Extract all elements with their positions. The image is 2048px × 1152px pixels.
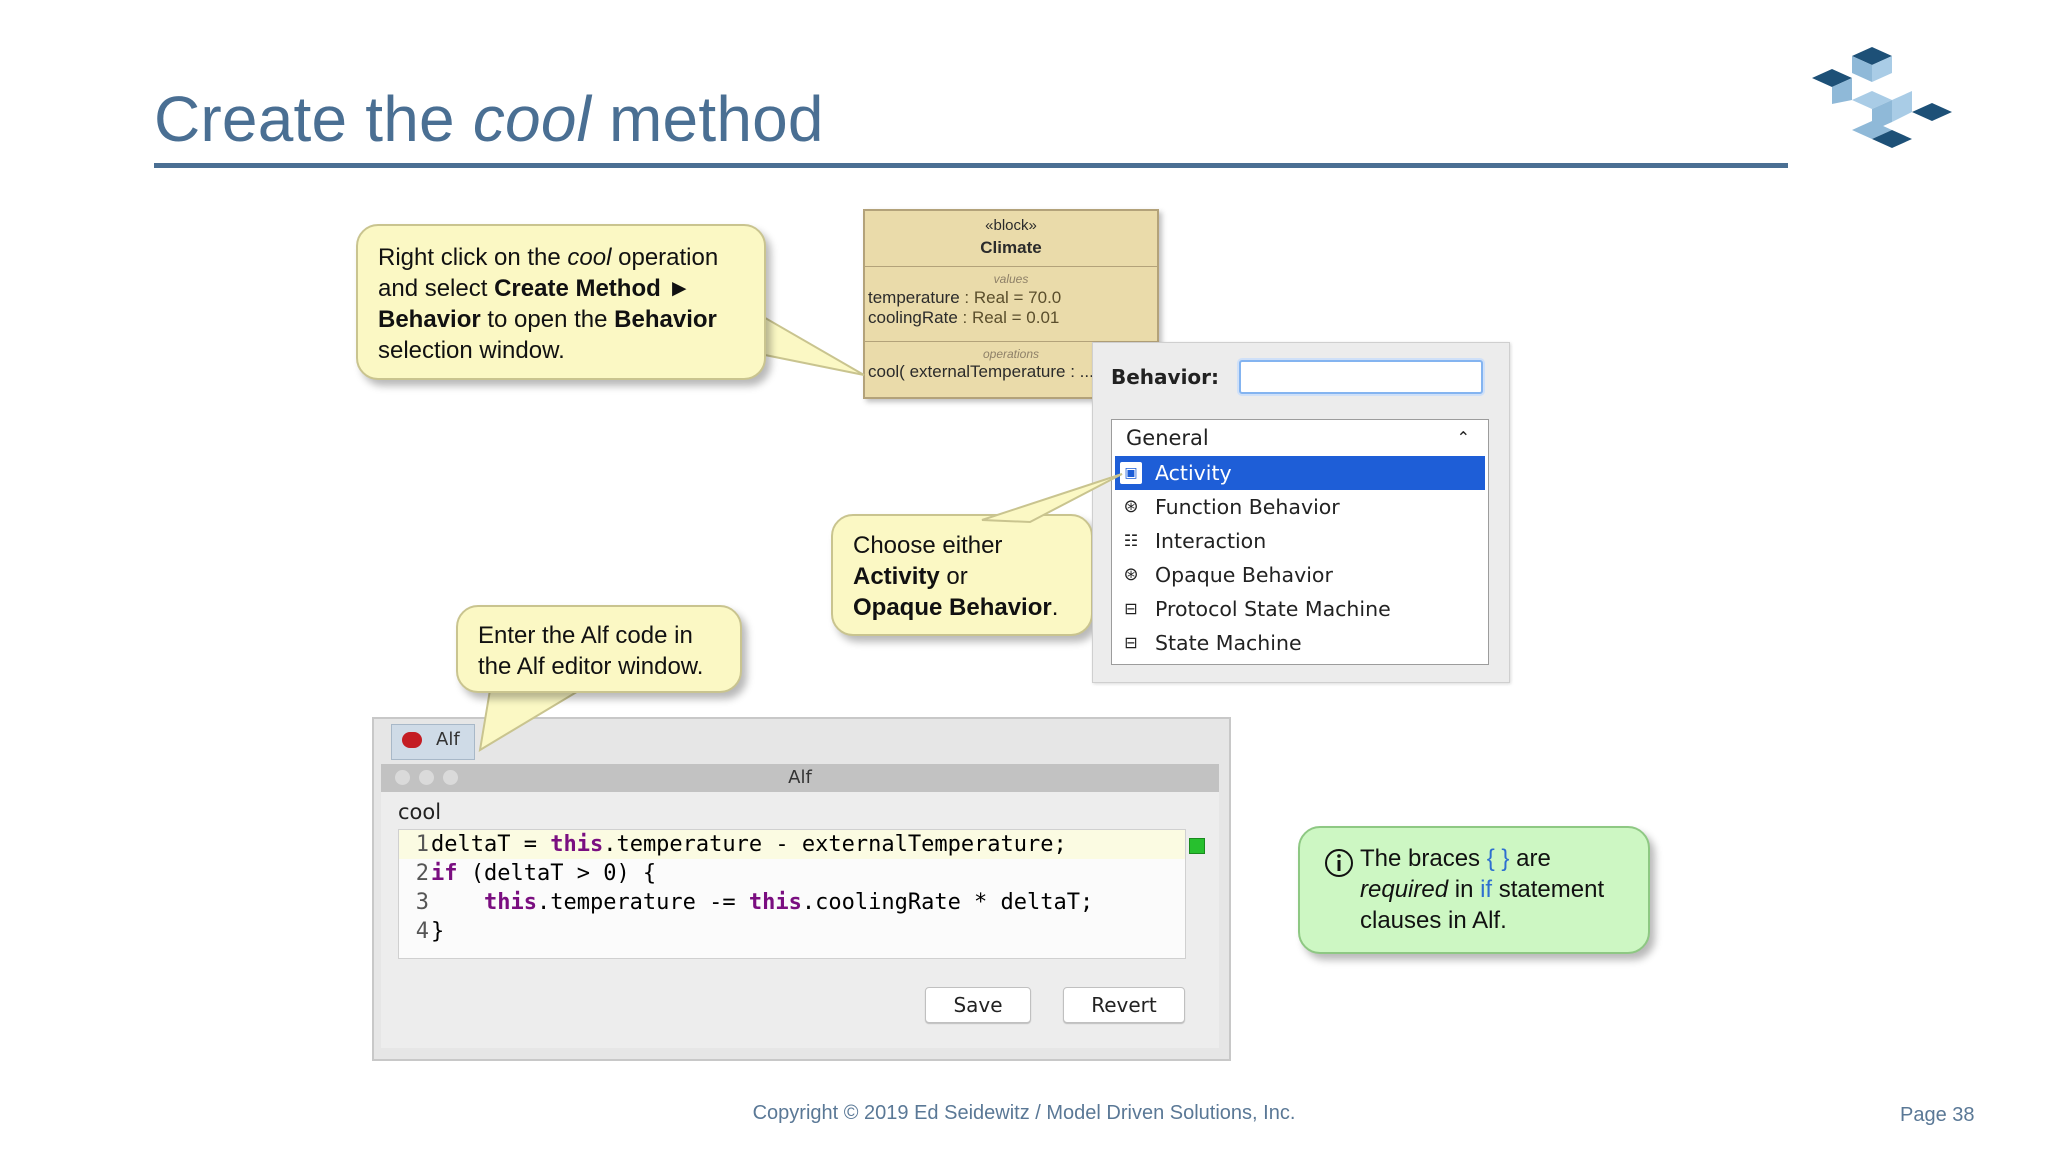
callout-enter-alf: Enter the Alf code in the Alf editor win… — [456, 605, 742, 693]
behavior-item-opaque-behavior[interactable]: ⊛ Opaque Behavior — [1115, 558, 1485, 592]
alf-window-title: Alf — [788, 767, 812, 788]
behavior-item-label: Function Behavior — [1155, 495, 1340, 519]
block-stereotype: «block» — [985, 217, 1037, 234]
revert-button[interactable]: Revert — [1063, 987, 1185, 1023]
behavior-item-protocol-state-machine[interactable]: ⊟ Protocol State Machine — [1115, 592, 1485, 626]
behavior-dialog: Behavior: General ⌃ ▣ Activity ⊛ Functio… — [1092, 342, 1510, 683]
block-operations-section: operations cool( externalTemperature : .… — [865, 342, 1157, 397]
code-line-3[interactable]: 3 this.temperature -= this.coolingRate *… — [399, 888, 1185, 917]
group-general[interactable]: General ⌃ — [1112, 420, 1488, 456]
behavior-item-label: Activity — [1155, 461, 1232, 485]
behavior-item-label: State Machine — [1155, 631, 1302, 655]
alf-tab[interactable]: Alf — [391, 724, 475, 760]
behavior-item-activity[interactable]: ▣ Activity — [1115, 456, 1485, 490]
state-machine-icon: ⊟ — [1124, 633, 1138, 652]
behavior-item-state-machine[interactable]: ⊟ State Machine — [1115, 626, 1485, 660]
interaction-icon: ☷ — [1123, 531, 1139, 550]
block-name: Climate — [980, 238, 1042, 257]
alf-logo-icon — [402, 732, 422, 748]
code-line-2[interactable]: 2if (deltaT > 0) { — [399, 859, 1185, 888]
save-button[interactable]: Save — [925, 987, 1031, 1023]
line-number: 2 — [415, 861, 429, 886]
copyright-footer: Copyright © 2019 Ed Seidewitz / Model Dr… — [752, 1102, 1296, 1124]
behavior-item-label: Protocol State Machine — [1155, 597, 1391, 621]
status-marker — [1189, 838, 1205, 854]
opaque-behavior-icon: ⊛ — [1123, 564, 1139, 585]
minimize-dot[interactable] — [419, 770, 434, 785]
block-header: «block» Climate — [865, 211, 1157, 267]
alf-tab-label: Alf — [436, 729, 460, 750]
behavior-item-interaction[interactable]: ☷ Interaction — [1115, 524, 1485, 558]
callout-right-click: Right click on the cool operation and se… — [356, 224, 766, 380]
line-number: 3 — [415, 890, 429, 915]
company-logo — [1812, 47, 1952, 148]
line-number: 1 — [415, 832, 429, 857]
alf-titlebar: Alf — [381, 764, 1219, 792]
function-behavior-icon: ⊛ — [1123, 496, 1139, 517]
callout-choose-behavior: Choose either Activity or Opaque Behavio… — [831, 514, 1093, 636]
title-underline — [154, 163, 1788, 168]
attribute-coolingrate[interactable]: coolingRate : Real = 0.01 — [868, 308, 1060, 327]
close-dot[interactable] — [395, 770, 410, 785]
zoom-dot[interactable] — [443, 770, 458, 785]
behavior-list: General ⌃ ▣ Activity ⊛ Function Behavior… — [1111, 419, 1489, 665]
callout-braces-note: The braces { } are required in if statem… — [1298, 826, 1650, 954]
callout-pointer — [981, 473, 1123, 524]
alf-code-editor[interactable]: 1deltaT = this.temperature - externalTem… — [398, 829, 1186, 959]
group-label: General — [1126, 426, 1209, 450]
method-name: cool — [398, 800, 442, 824]
page-number: Page 38 — [1900, 1104, 1975, 1126]
activity-icon: ▣ — [1120, 462, 1142, 484]
block-values-section: values temperature : Real = 70.0 cooling… — [865, 267, 1157, 342]
slide-title: Create the cool method — [154, 83, 824, 155]
behavior-label: Behavior: — [1111, 365, 1220, 389]
operation-cool[interactable]: cool( externalTemperature : ... — [868, 362, 1094, 381]
collapse-icon[interactable]: ⌃ — [1456, 428, 1470, 447]
behavior-search-input[interactable] — [1239, 360, 1483, 394]
attribute-temperature[interactable]: temperature : Real = 70.0 — [868, 288, 1062, 307]
alf-editor-window: Alf cool 1deltaT = this.temperature - ex… — [372, 717, 1231, 1061]
info-icon — [1325, 849, 1353, 877]
code-line-1[interactable]: 1deltaT = this.temperature - externalTem… — [399, 830, 1185, 859]
protocol-state-machine-icon: ⊟ — [1124, 599, 1138, 618]
operations-heading: operations — [982, 347, 1040, 361]
behavior-item-function-behavior[interactable]: ⊛ Function Behavior — [1115, 490, 1485, 524]
behavior-item-label: Opaque Behavior — [1155, 563, 1333, 587]
code-line-4[interactable]: 4} — [399, 917, 1185, 946]
line-number: 4 — [415, 919, 429, 944]
values-heading: values — [993, 272, 1029, 286]
behavior-item-label: Interaction — [1155, 529, 1267, 553]
alf-body: cool 1deltaT = this.temperature - extern… — [381, 792, 1219, 1048]
